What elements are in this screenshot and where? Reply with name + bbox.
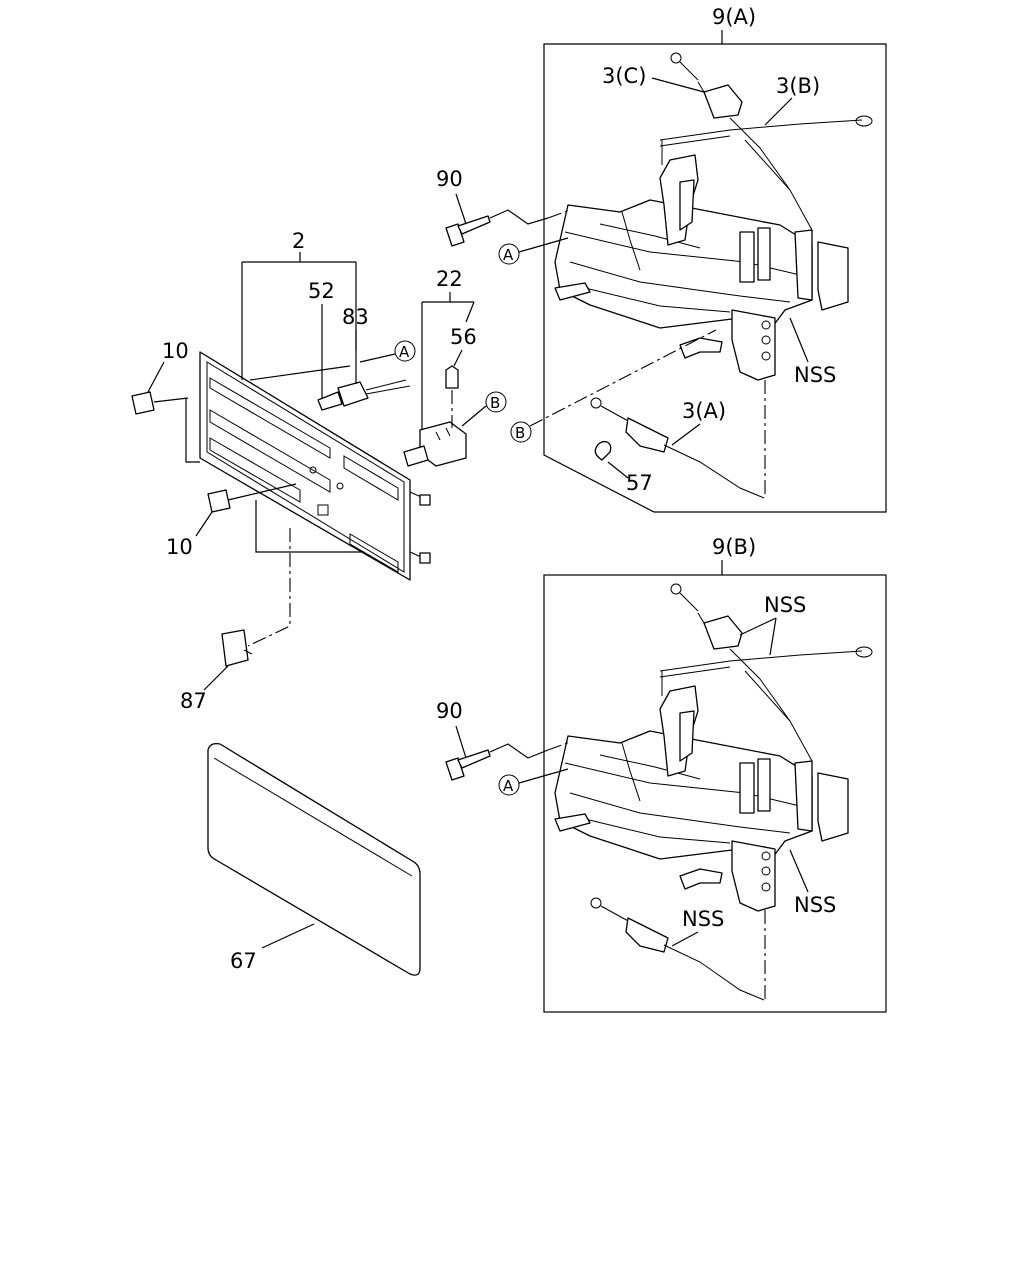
- label-83: 83: [342, 305, 369, 329]
- assembly-9b-frame: [543, 574, 887, 1013]
- label-9b: 9(B): [712, 535, 756, 559]
- callout-a-9b: A: [503, 777, 514, 795]
- label-nss-b-top: NSS: [764, 593, 806, 617]
- bolt-90-bottom: [445, 749, 491, 781]
- assembly-9a-frame: [543, 43, 887, 513]
- label-90-top: 90: [436, 167, 463, 191]
- label-3b: 3(B): [776, 74, 820, 98]
- callout-a-panel: A: [399, 343, 410, 361]
- label-56: 56: [450, 325, 477, 349]
- switch-22: [403, 421, 467, 467]
- bulb-56: [445, 365, 459, 389]
- label-nss-b-mid: NSS: [794, 893, 836, 917]
- label-57: 57: [626, 471, 653, 495]
- assembly-9a: 9(A) 3(A) 3(C) 3(B) NSS 57 A B: [436, 5, 887, 513]
- label-10-bottom: 10: [166, 535, 193, 559]
- knob-10-top: [131, 391, 155, 415]
- callout-a-9a: A: [503, 246, 514, 264]
- callout-b-switch: B: [490, 394, 500, 412]
- label-90-bottom: 90: [436, 699, 463, 723]
- control-panel-2: [199, 351, 431, 581]
- cable-3a: [590, 397, 765, 499]
- bolt-90-top: [445, 215, 491, 247]
- label-22: 22: [436, 267, 463, 291]
- label-52: 52: [308, 279, 335, 303]
- assembly-9b: 9(B) NSS NSS NSS A 90: [436, 535, 887, 1013]
- label-10-top: 10: [162, 339, 189, 363]
- clip-57: [594, 441, 612, 461]
- label-9a: 9(A): [712, 5, 756, 29]
- label-67: 67: [230, 949, 257, 973]
- label-3a: 3(A): [682, 399, 726, 423]
- label-3c: 3(C): [602, 64, 646, 88]
- label-87: 87: [180, 689, 207, 713]
- cable-nss-lower: [590, 897, 765, 1001]
- callout-b-9a: B: [515, 424, 525, 442]
- label-2: 2: [292, 229, 305, 253]
- cap-87: [221, 629, 253, 667]
- bulb-socket-83: [317, 379, 411, 411]
- label-nss-9a: NSS: [794, 363, 836, 387]
- label-nss-b-low: NSS: [682, 907, 724, 931]
- knob-10-bottom: [207, 489, 231, 513]
- plate-67: [207, 742, 421, 976]
